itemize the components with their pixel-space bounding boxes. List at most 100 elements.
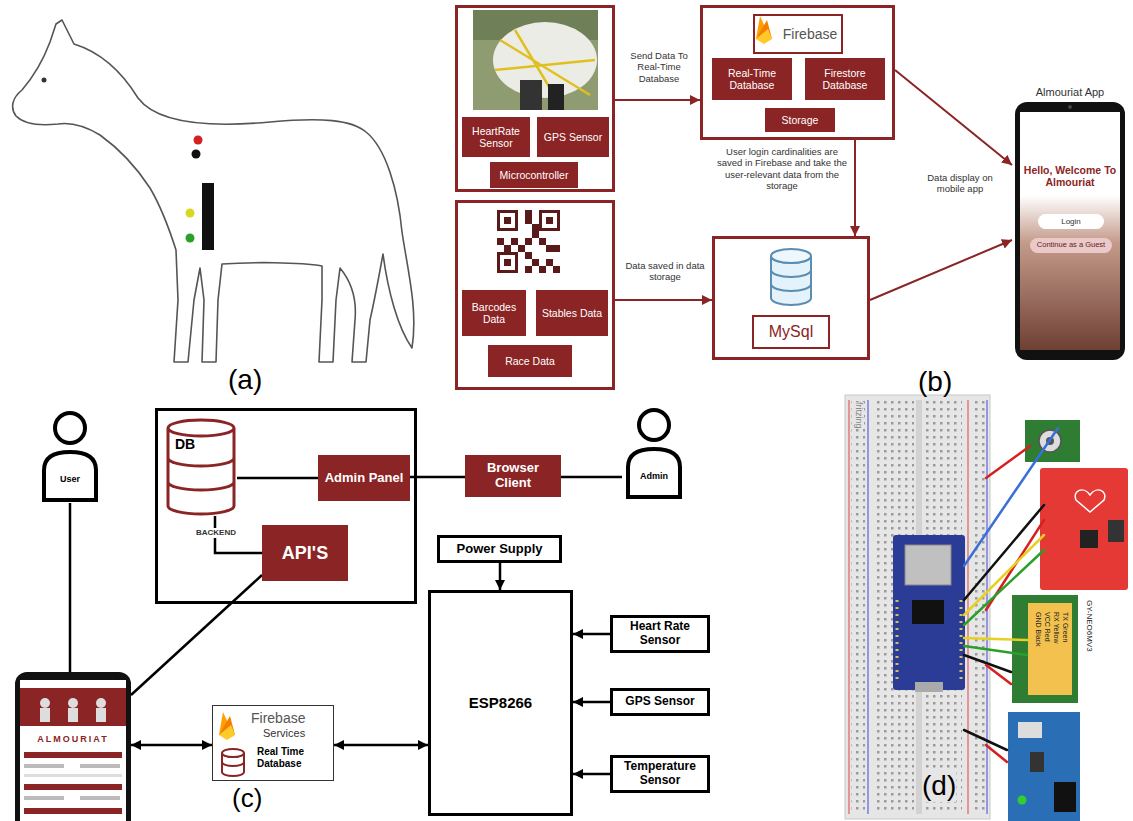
node-label: Real Time Database [257, 746, 331, 769]
edge-label: Data display on mobile app [918, 172, 1002, 195]
microcontroller-box: ESP8266 [428, 590, 573, 816]
edge-label: Send Data To Real-Time Database [620, 50, 698, 84]
node-label: Temperature Sensor [616, 760, 704, 788]
connector [870, 240, 1012, 300]
node-outline [38, 408, 102, 503]
connector [561, 476, 622, 479]
connector [131, 575, 262, 695]
node-label: GPS Sensor [625, 695, 694, 709]
database-icon [222, 749, 244, 776]
node-outline [165, 418, 237, 516]
node-label: Firebase [251, 710, 305, 726]
wires [964, 428, 1058, 762]
connector [334, 744, 428, 747]
breadboard [845, 395, 990, 819]
edge-label: Data saved in data storage [622, 260, 708, 283]
part-label: GY-NEO6MV3 [1085, 600, 1094, 652]
sensor-group: HeartRate Sensor GPS SensorMicrocontrolle… [455, 5, 615, 192]
process-box: HeartRate Sensor [462, 117, 530, 157]
component-box: Heart Rate Sensor [610, 615, 710, 653]
actor-icon: User [38, 408, 102, 503]
node-label: Heart Rate Sensor [616, 620, 704, 648]
node-label: Services [263, 727, 305, 740]
process-box: GPS Sensor [537, 117, 609, 157]
firebase-logo [219, 712, 235, 740]
gps-module [1012, 595, 1078, 703]
part-label: fritzing [854, 402, 864, 429]
node-outline [622, 405, 686, 500]
part-label: VCC Red [1043, 612, 1051, 642]
connector [499, 563, 502, 590]
node-outline-path [168, 420, 234, 514]
connector [131, 744, 212, 747]
part-label: RX Yellow [1052, 612, 1060, 644]
component-box: Temperature Sensor [610, 755, 710, 793]
node-label: Barcodes Data [465, 301, 523, 325]
connector [895, 70, 1012, 165]
node-label: Storage [782, 114, 819, 126]
part-label: GND Black [1034, 612, 1042, 647]
process-box: Storage [765, 108, 835, 132]
pulse-sensor [1040, 468, 1128, 590]
connector [410, 476, 465, 479]
process-box: Real-Time Database [712, 58, 792, 100]
process-box: Browser Client [465, 455, 561, 497]
phone-b [1015, 102, 1125, 360]
qr-code [497, 210, 560, 273]
connector [854, 140, 856, 236]
node-label: MySql [752, 315, 830, 349]
node-label: Stables Data [542, 307, 602, 319]
phone-screen: Almouriat AppHello, Welcome To Almouriat… [1012, 84, 1128, 360]
node-label: Firebase [753, 14, 843, 54]
process-box: Admin Panel [318, 455, 410, 501]
connector [69, 503, 72, 672]
node-label: Power Supply [457, 542, 543, 557]
node-label: Hello, Welcome To Almouriat [1022, 164, 1118, 188]
edge-label: BACKEND [192, 528, 240, 538]
database-cylinder: DB [165, 418, 237, 516]
process-box: API'S [262, 525, 348, 581]
node-label: Real-Time Database [715, 67, 789, 91]
esp-board [893, 535, 965, 692]
horse-outline [13, 20, 414, 362]
process-box: Barcodes Data [462, 290, 526, 336]
connector [615, 99, 700, 101]
button: Login [1038, 214, 1104, 229]
connector [573, 633, 610, 636]
node-label: ALMOURIAT [21, 734, 125, 744]
button: Continue as a Guest [1030, 238, 1112, 253]
node-label: User [38, 474, 102, 484]
node-label: ESP8266 [469, 694, 532, 711]
power-module [1008, 712, 1080, 821]
node-label: Admin Panel [325, 471, 404, 486]
panel-label: (a) [228, 364, 262, 396]
potentiometer [1025, 420, 1080, 462]
database-box: MySql [712, 236, 870, 360]
panel-label: (d) [922, 770, 956, 802]
panel-label: (b) [918, 366, 952, 398]
actor-icon: Admin [622, 405, 686, 500]
firebase-group: FirebaseReal-Time Database Firestore Data… [700, 5, 895, 140]
firebase-logo [756, 16, 772, 44]
phone-screen: ALMOURIAT [15, 672, 131, 821]
node-label: Almouriat App [1012, 86, 1128, 99]
node-label: Race Data [505, 355, 555, 367]
component-box: Power Supply [437, 535, 562, 563]
process-box: Firestore Database [805, 58, 885, 100]
backend-box: DB Admin PanelAPI'S [155, 408, 417, 604]
database-icon [771, 249, 811, 305]
node-label: DB [175, 436, 195, 452]
edge-label: User login cardinalities are saved in Fi… [716, 146, 848, 192]
process-box: Stables Data [536, 290, 608, 336]
node-label: Login [1061, 217, 1081, 226]
node-label: Admin [622, 471, 686, 481]
data-group: Barcodes Data Stables DataRace Data [455, 200, 615, 390]
node-outline-path [628, 410, 680, 497]
node-label: GPS Sensor [544, 131, 602, 143]
node-label: Firestore Database [808, 67, 882, 91]
process-box: Race Data [488, 345, 572, 377]
part-label: TX Green [1061, 612, 1069, 642]
connector [237, 477, 318, 480]
node-label: Microcontroller [500, 169, 569, 181]
connector [615, 299, 712, 301]
